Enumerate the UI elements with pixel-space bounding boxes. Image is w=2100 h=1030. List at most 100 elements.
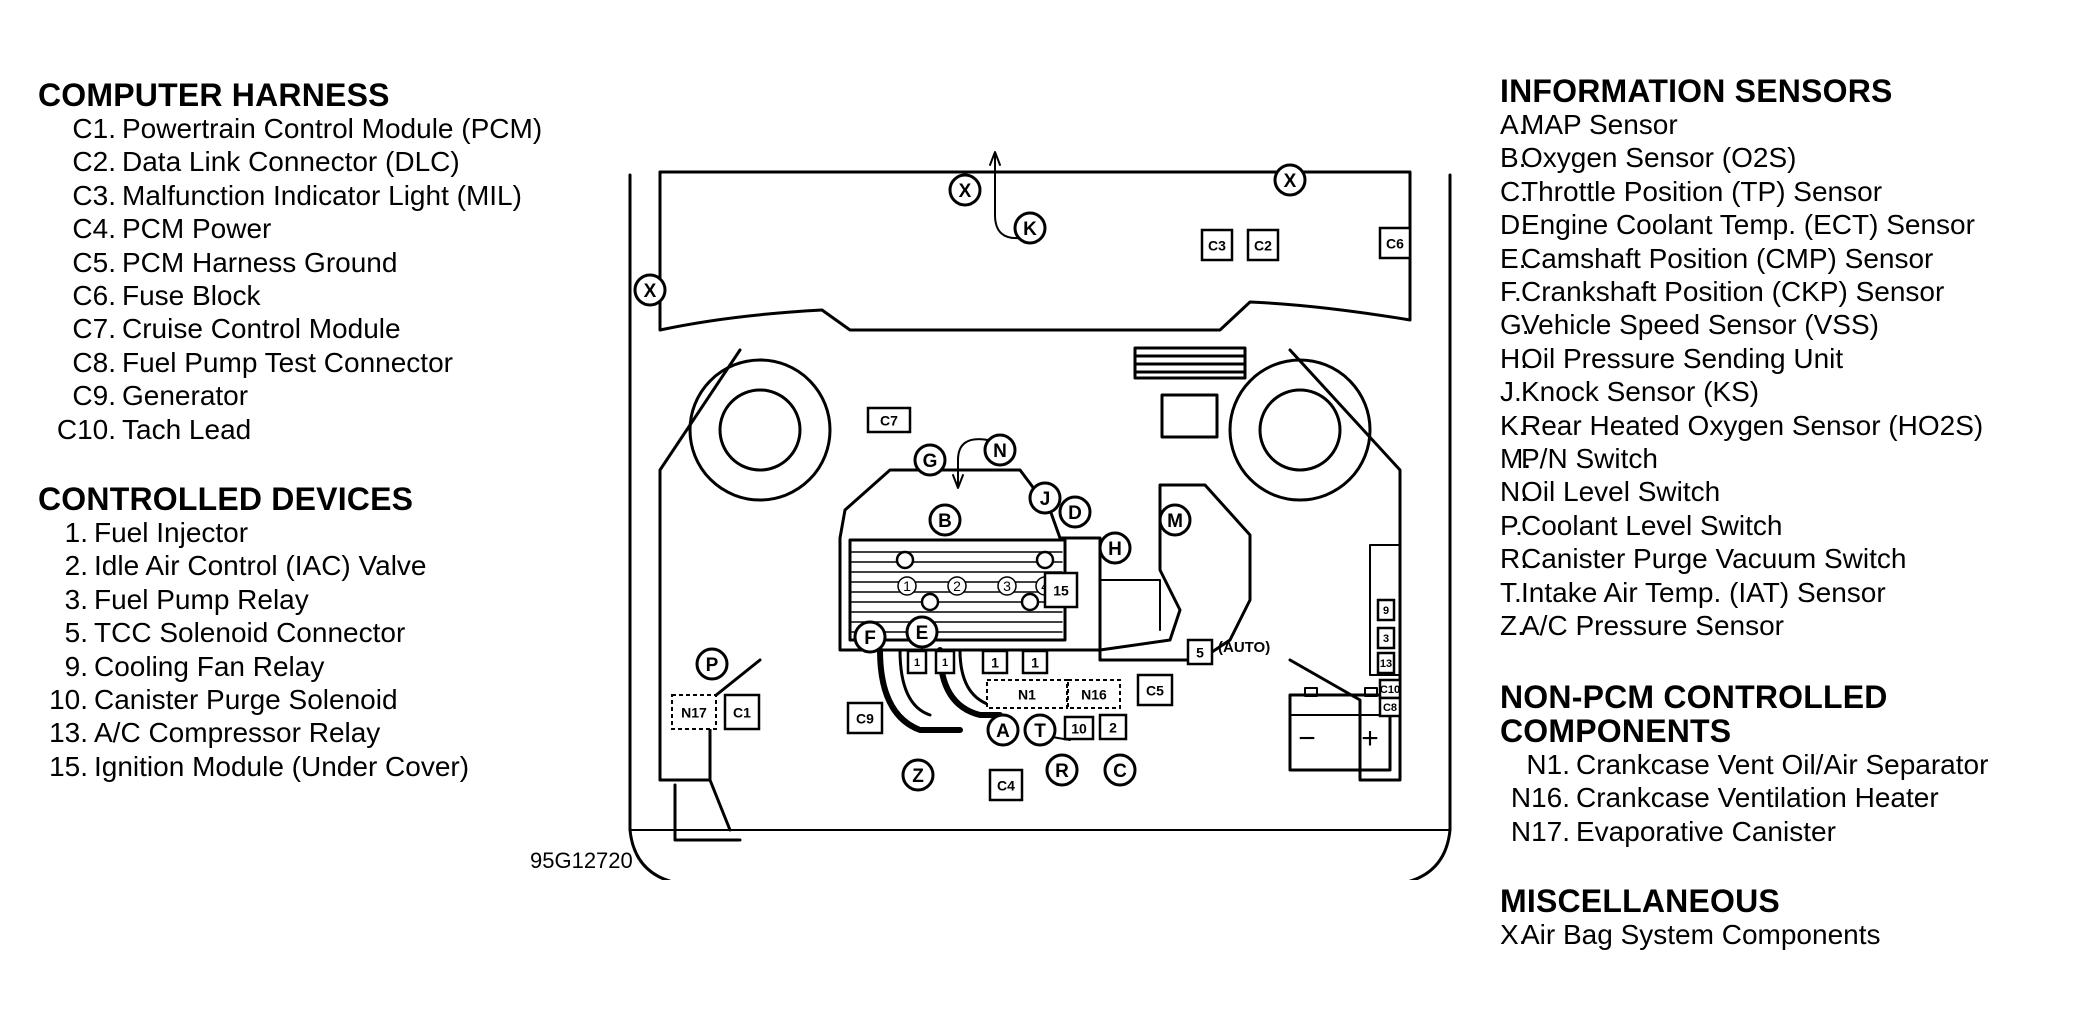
non-pcm-title-line1: NON-PCM CONTROLLED xyxy=(1500,679,1888,715)
legend-item: P.Coolant Level Switch xyxy=(1500,509,1983,542)
computer-harness-list: C1.Powertrain Control Module (PCM)C2.Dat… xyxy=(38,112,542,446)
legend-item: C4.PCM Power xyxy=(38,212,542,245)
legend-item: 13.A/C Compressor Relay xyxy=(38,716,469,749)
legend-key: C5. xyxy=(72,246,116,278)
connector-box: C4 xyxy=(988,768,1024,802)
sensor-circle: G xyxy=(913,443,947,477)
computer-harness-title: COMPUTER HARNESS xyxy=(38,77,390,113)
legend-key: 15. xyxy=(49,750,88,782)
connector-box-label: 3 xyxy=(1383,633,1389,645)
left-strut-tower-inner xyxy=(718,388,802,472)
legend-key: H. xyxy=(1500,342,1528,374)
legend-key: 1. xyxy=(64,517,88,548)
connector-box: 5 xyxy=(1186,638,1214,666)
legend-key: C2. xyxy=(72,146,116,178)
legend-key: C6. xyxy=(72,280,116,312)
injector-2-label: 2 xyxy=(953,578,961,594)
relay-center xyxy=(1369,544,1401,676)
legend-key: C8. xyxy=(72,346,116,378)
legend-key: N16. xyxy=(1510,782,1570,814)
legend-label: Fuel Injector xyxy=(94,517,249,548)
legend-label: Canister Purge Vacuum Switch xyxy=(1521,543,1907,575)
sensor-circle: F xyxy=(853,620,887,654)
sensor-circle: Z xyxy=(901,758,935,792)
connector-box-label: 2 xyxy=(1109,719,1117,735)
connector-box: C8 xyxy=(1378,696,1402,718)
legend-item: C10.Tach Lead xyxy=(38,413,542,446)
legend-label: Malfunction Indicator Light (MIL) xyxy=(122,179,522,211)
sensor-circle: K xyxy=(1013,211,1047,245)
legend-key: 10. xyxy=(49,684,88,716)
legend-item: F.Crankshaft Position (CKP) Sensor xyxy=(1500,275,1983,308)
connector-box: 1 xyxy=(906,649,928,675)
figure-code: 95G12720 xyxy=(530,848,633,873)
legend-item: 2.Idle Air Control (IAC) Valve xyxy=(38,549,469,582)
sensor-circle-label: C xyxy=(1113,761,1127,782)
legend-key: 5. xyxy=(64,617,88,649)
connector-box: C5 xyxy=(1136,673,1174,707)
legend-key: Z. xyxy=(1500,610,1525,642)
connector-box: C10 xyxy=(1378,678,1402,700)
legend-item: R.Canister Purge Vacuum Switch xyxy=(1500,542,1983,575)
connector-box: 10 xyxy=(1063,715,1095,741)
sensor-circle-label: D xyxy=(1068,503,1082,524)
connector-box-label: 15 xyxy=(1053,582,1069,598)
connector-box-label: C5 xyxy=(1146,682,1164,698)
legend-label: TCC Solenoid Connector xyxy=(94,617,406,649)
sensor-circle-label: X xyxy=(644,281,657,302)
connector-box-label: 1 xyxy=(1031,654,1039,670)
legend-key: 9. xyxy=(64,650,88,682)
legend-item: D.Engine Coolant Temp. (ECT) Sensor xyxy=(1500,208,1983,241)
legend-key: 2. xyxy=(64,550,88,582)
legend-label: Fuel Pump Test Connector xyxy=(122,346,453,378)
legend-label: Generator xyxy=(122,380,249,412)
information-sensors-title: INFORMATION SENSORS xyxy=(1500,73,1893,109)
miscellaneous-title: MISCELLANEOUS xyxy=(1500,883,1780,919)
legend-item: C3.Malfunction Indicator Light (MIL) xyxy=(38,179,542,212)
non-pcm-title-line2: COMPONENTS xyxy=(1500,713,1732,749)
legend-key: C10. xyxy=(56,413,116,445)
legend-item: Z.A/C Pressure Sensor xyxy=(1500,609,1983,642)
connector-box-label: 9 xyxy=(1383,605,1389,617)
legend-item: C8.Fuel Pump Test Connector xyxy=(38,346,542,379)
connector-box-label: C1 xyxy=(733,704,751,720)
connector-box-label: N16 xyxy=(1081,686,1107,702)
sensor-circle-label: M xyxy=(1167,511,1183,532)
connector-box: 2 xyxy=(1098,713,1128,741)
legend-item: G.Vehicle Speed Sensor (VSS) xyxy=(1500,308,1983,341)
left-strut-tower-outer xyxy=(688,358,832,502)
connector-box-label: C3 xyxy=(1208,237,1226,253)
sensor-circle-label: K xyxy=(1023,219,1037,240)
legend-key: C. xyxy=(1500,175,1528,207)
legend-label: Fuse Block xyxy=(122,280,261,312)
connector-box: N17 xyxy=(671,694,717,730)
sensor-circle-label: E xyxy=(916,623,929,644)
legend-item: J.Knock Sensor (KS) xyxy=(1500,375,1983,408)
legend-item: B.Oxygen Sensor (O2S) xyxy=(1500,141,1983,174)
connector-box-label: C10 xyxy=(1380,684,1400,696)
legend-label: Evaporative Canister xyxy=(1576,815,1836,847)
legend-key: T. xyxy=(1500,576,1522,608)
legend-label: Cooling Fan Relay xyxy=(94,650,325,682)
battery xyxy=(1288,693,1392,772)
sensor-circle: T xyxy=(1023,713,1057,747)
legend-key: F. xyxy=(1500,276,1522,308)
legend-label: PCM Harness Ground xyxy=(122,246,398,278)
sensor-circle: N xyxy=(983,433,1017,467)
sensor-circle: X xyxy=(948,173,982,207)
sensor-circle-label: R xyxy=(1055,761,1069,782)
legend-key: N1. xyxy=(1526,749,1570,780)
legend-key: 13. xyxy=(49,717,88,749)
non-pcm-legend: NON-PCM CONTROLLED COMPONENTS N1.Crankca… xyxy=(1500,680,1988,848)
connector-box: C3 xyxy=(1200,228,1234,262)
legend-label: Ignition Module (Under Cover) xyxy=(94,750,470,782)
miscellaneous-legend: MISCELLANEOUS X.Air Bag System Component… xyxy=(1500,884,1881,951)
legend-key: C7. xyxy=(72,313,116,345)
legend-key: N. xyxy=(1500,476,1528,508)
right-strut-tower-outer xyxy=(1228,358,1372,502)
sensor-circle-label: Z xyxy=(912,766,924,787)
